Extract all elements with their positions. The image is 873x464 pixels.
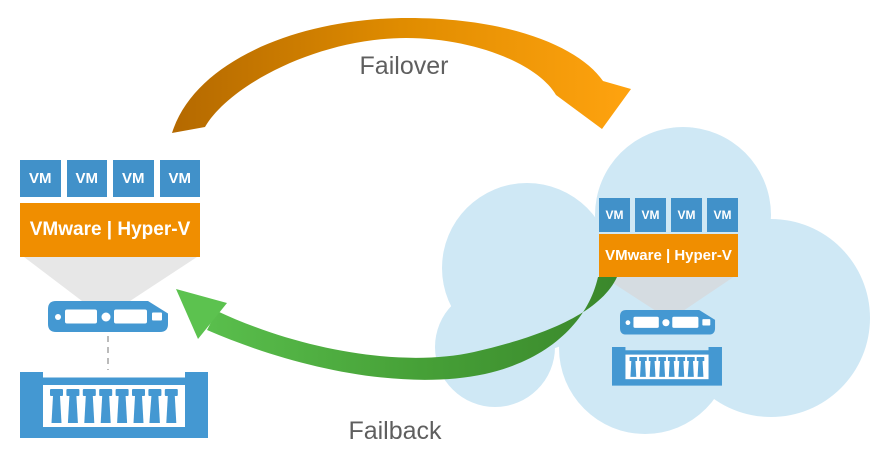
failover-label: Failover: [359, 52, 449, 80]
vm-box: VM: [671, 198, 702, 232]
hypervisor-bar: VMware | Hyper-V: [20, 203, 200, 257]
failback-arrow-shaft: [207, 277, 617, 380]
vm-label: VM: [713, 208, 732, 222]
vm-label: VM: [168, 170, 192, 187]
vm-label: VM: [677, 208, 696, 222]
vm-label: VM: [641, 208, 660, 222]
server-appliance-icon-right: [620, 310, 716, 335]
failback-arrow-head: [176, 289, 227, 339]
funnel-connector-left: [24, 257, 197, 301]
vm-label: VM: [605, 208, 624, 222]
vm-box: VM: [159, 160, 200, 197]
hypervisor-bar: VMware | Hyper-V: [599, 234, 738, 277]
vm-label: VM: [122, 170, 145, 187]
failover-arrow: [172, 18, 631, 133]
vm-row: VM VM VM VM: [599, 198, 738, 232]
on-premises-vm-stack: VM VM VM VM VMware | Hyper-V: [20, 160, 200, 257]
cloud-vm-stack: VM VM VM VM VMware | Hyper-V: [599, 198, 738, 277]
vm-row: VM VM VM VM: [20, 160, 200, 197]
vm-box: VM: [599, 198, 630, 232]
vm-box: VM: [66, 160, 107, 197]
storage-array-icon-left: [20, 372, 208, 438]
vm-box: VM: [113, 160, 154, 197]
failback-label: Failback: [348, 417, 442, 445]
vm-label: VM: [75, 170, 99, 187]
vm-box: VM: [707, 198, 738, 232]
funnel-connector-right: [602, 276, 735, 311]
storage-array-icon-right: [612, 347, 722, 386]
vm-label: VM: [29, 170, 52, 187]
vm-box: VM: [20, 160, 61, 197]
vm-box: VM: [635, 198, 666, 232]
server-appliance-icon-left: [48, 301, 168, 332]
